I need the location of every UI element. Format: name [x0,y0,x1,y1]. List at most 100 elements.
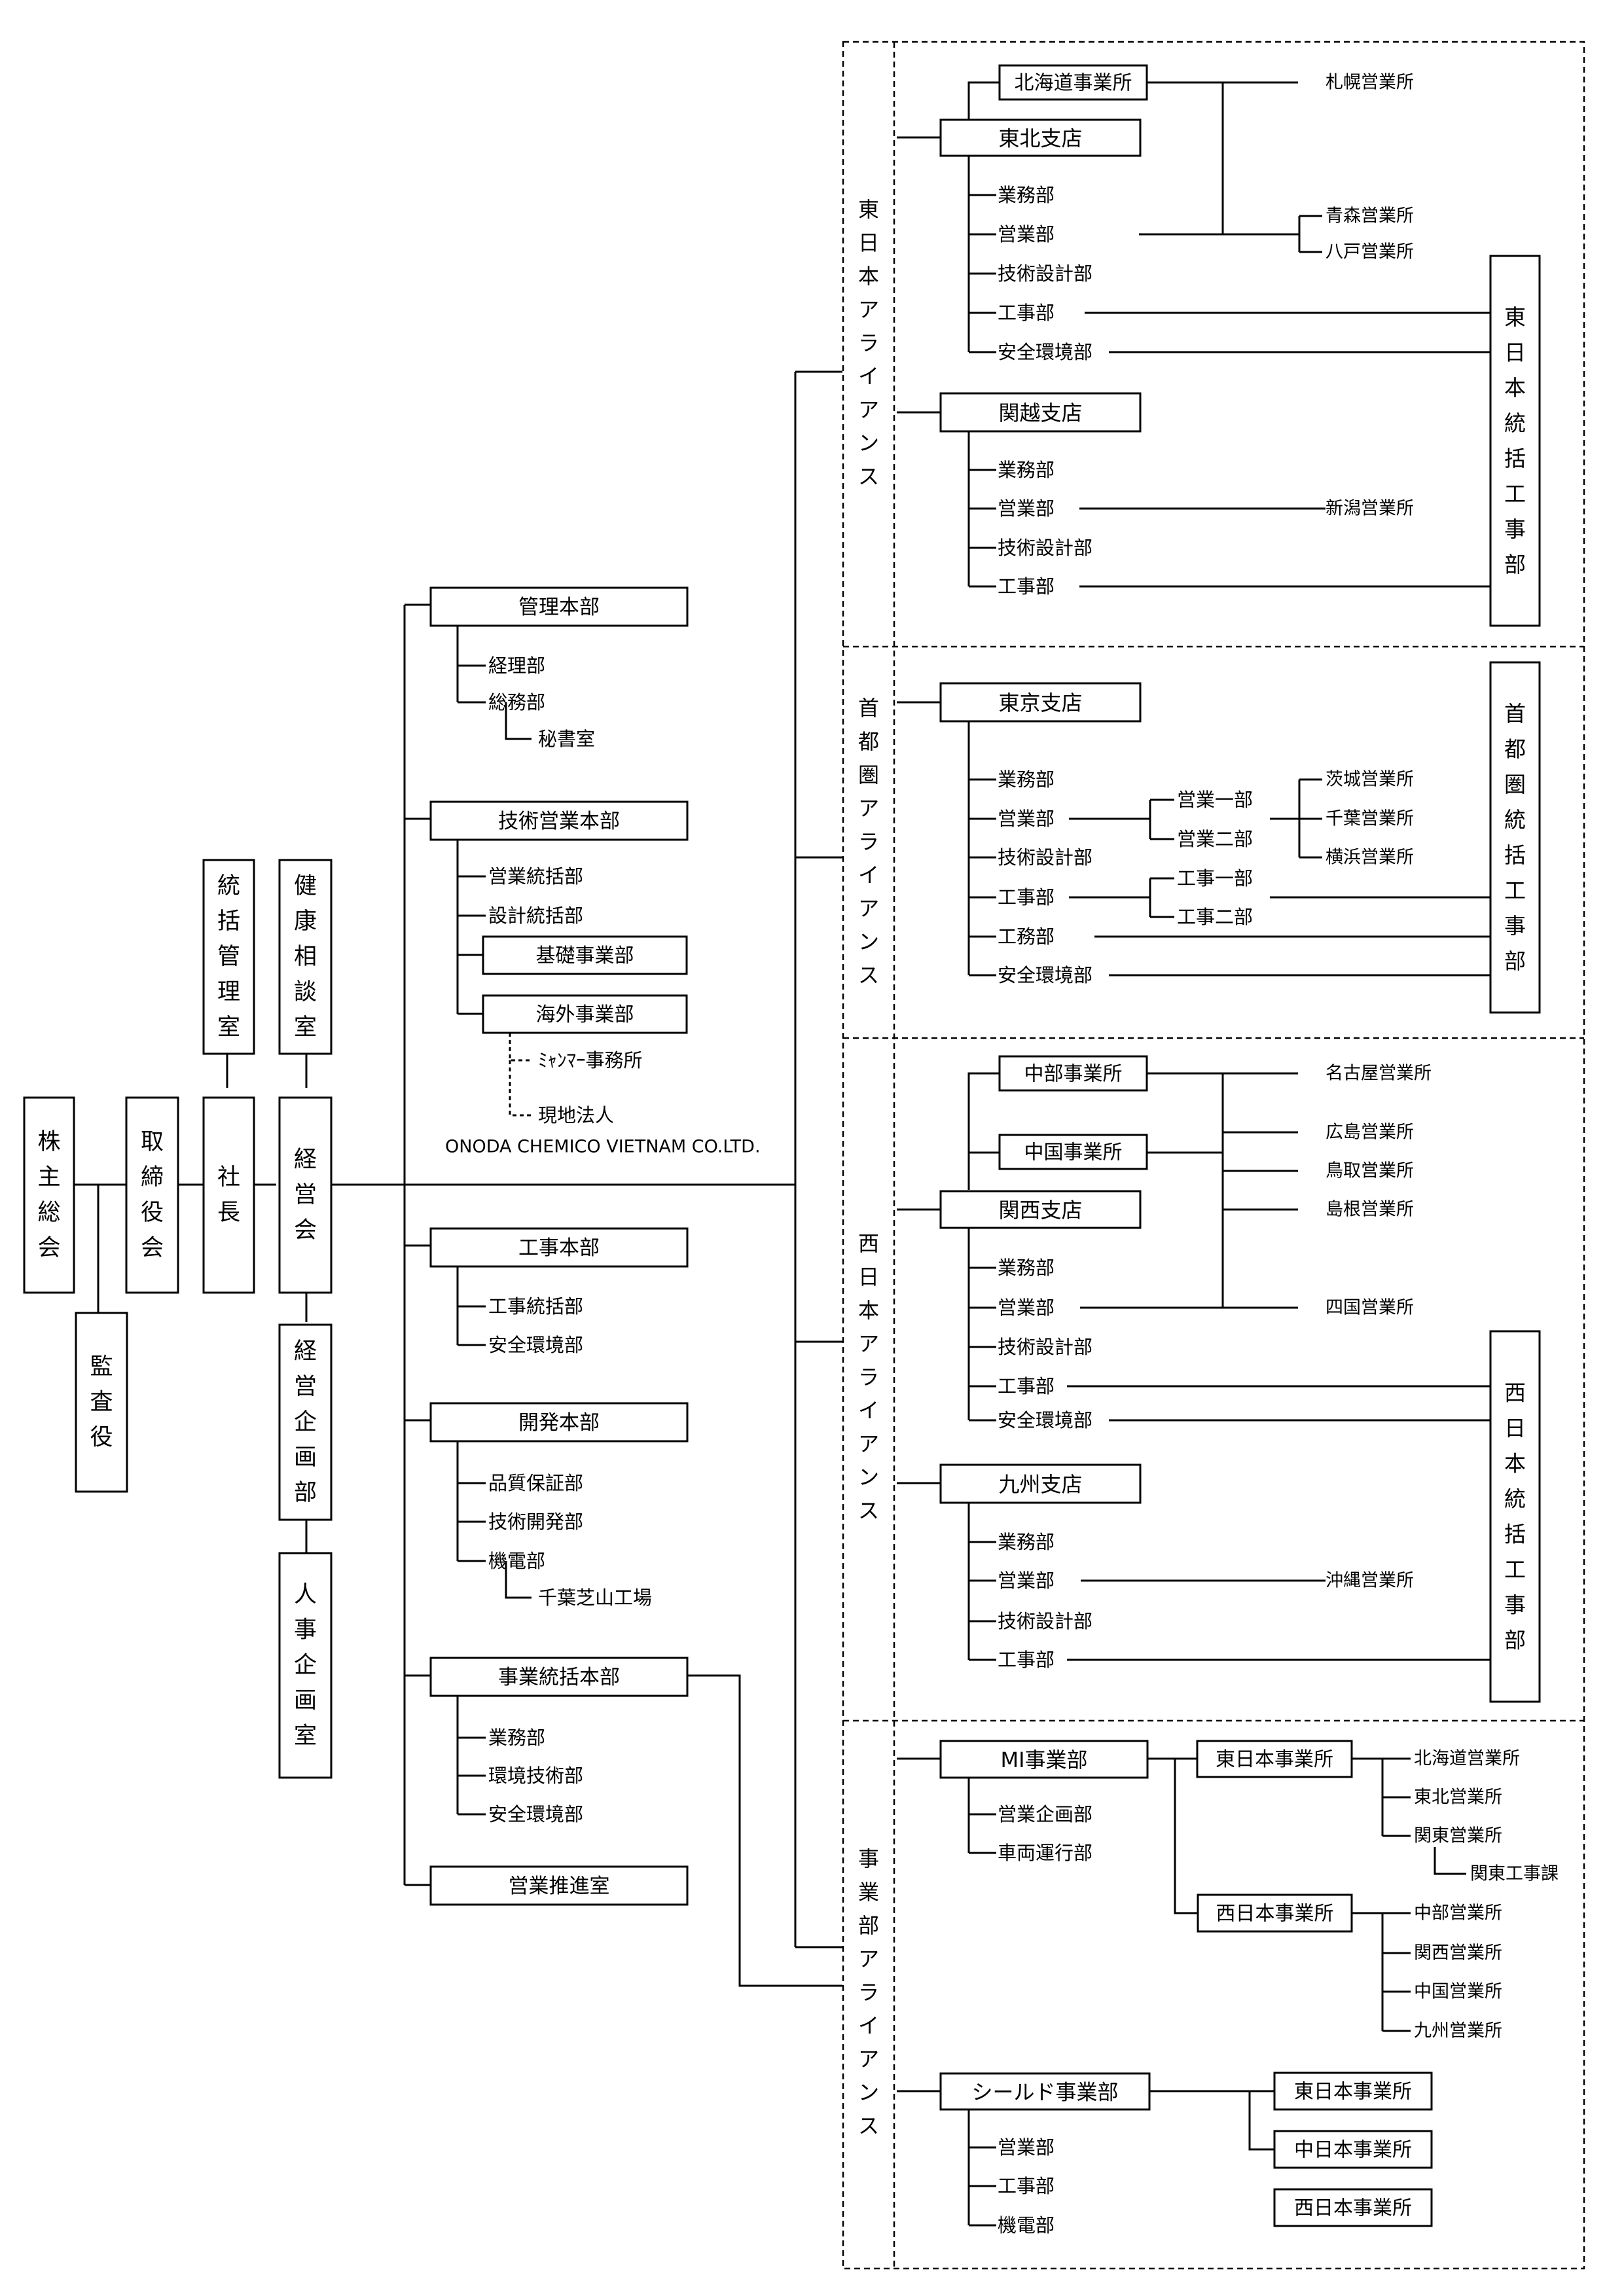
hr-planning-office-char: 室 [294,1723,317,1749]
corporate-planning-dept-box [278,1323,333,1521]
kyushu-branch: 九州支店 [998,1472,1082,1497]
west-japan-alliance-label-char: ラ [858,1365,879,1390]
east-japan-alliance-label-char: ス [858,464,879,489]
tohoku-operations-dept: 業務部 [998,184,1055,206]
shikoku-sales-office: 四国営業所 [1326,1298,1414,1318]
west-japan-alliance-label-char: 日 [858,1265,879,1289]
aomori-sales-office: 青森営業所 [1326,206,1414,226]
capital-area-alliance-label-char: 都 [858,729,879,754]
president-char: 長 [217,1200,240,1226]
construction-hq-box [429,1227,689,1268]
alliance-frames [842,41,1585,2270]
health-consultation-room-char: 健 [294,873,317,899]
management-council-char: 営 [294,1182,317,1208]
west-unified-construction-dept-char: 事 [1504,1592,1526,1618]
kanetsu-construction-dept: 工事部 [998,575,1055,598]
general-management-office-char: 管 [217,944,240,970]
hr-planning-office-char: 画 [294,1688,317,1714]
general-management-office-char: 括 [217,908,240,935]
east-unified-construction-dept-char: 括 [1504,446,1526,471]
mi-east-japan-office-box [1196,1740,1353,1778]
chugoku-office-box [998,1134,1148,1170]
mechanical-electrical-dept: 機電部 [488,1550,545,1572]
capital-unified-construction-dept-char: 括 [1504,842,1526,868]
mi-chubu-sales-office: 中部営業所 [1414,1903,1502,1924]
general-management-office-char: 室 [217,1014,240,1041]
sales-dept-1: 営業一部 [1177,789,1253,811]
health-consultation-room-char: 康 [294,908,317,935]
west-japan-alliance-label-char: ン [858,1465,879,1490]
mi-sales-planning-dept: 営業企画部 [998,1803,1092,1825]
kyushu-construction-dept: 工事部 [998,1649,1055,1671]
division-alliance-label-char: ア [858,1946,879,1971]
east-japan-alliance-label-char: イ [858,364,879,389]
shield-west-japan-office: 西日本事業所 [1294,2197,1412,2220]
capital-area-alliance-label-char: ラ [858,829,879,854]
west-unified-construction-dept-char: 日 [1504,1416,1526,1441]
hr-planning-office-char: 人 [294,1582,317,1608]
tokyo-tech-design-dept: 技術設計部 [998,846,1092,869]
management-council-char: 会 [294,1217,317,1244]
west-unified-construction-dept-box [1489,1330,1541,1703]
mi-kyushu-sales-office: 九州営業所 [1414,2021,1502,2041]
capital-unified-construction-dept-char: 都 [1504,736,1526,762]
construction-dept-2: 工事二部 [1177,906,1253,928]
board-of-directors-char: 取 [141,1129,164,1155]
chiba-sales-office: 千葉営業所 [1326,809,1414,829]
connector-lines [73,81,1490,2227]
east-unified-construction-dept-char: 本 [1504,375,1526,401]
auditor-char: 査 [90,1390,113,1416]
board-of-directors-char: 締 [141,1164,164,1191]
capital-unified-construction-dept-char: 圏 [1504,772,1526,797]
kanto-construction-section: 関東工事課 [1470,1864,1559,1884]
west-japan-alliance-label-char: 西 [858,1231,879,1256]
division-alliance-label-char: ラ [858,1980,879,2005]
president: 社長 [217,1164,240,1226]
division-alliance-label-char: 事 [858,1846,879,1871]
kanetsu-branch-box [939,392,1142,433]
east-unified-construction-dept-char: 工 [1504,481,1526,507]
capital-unified-construction-dept-char: 部 [1504,948,1526,974]
mi-east-japan-office: 東日本事業所 [1216,1748,1333,1771]
shareholders-meeting-char: 会 [37,1235,60,1261]
capital-area-alliance-label-char: ス [858,963,879,988]
shield-construction-dept: 工事部 [998,2175,1055,2197]
tech-sales-hq-box [429,800,689,841]
east-unified-construction-dept-char: 事 [1504,516,1526,542]
construction-control-dept: 工事統括部 [488,1295,583,1318]
shield-west-japan-office-box [1273,2188,1433,2227]
general-management-office-char: 統 [217,873,240,899]
environmental-tech-dept: 環境技術部 [488,1765,583,1787]
west-japan-alliance-label-char: ア [858,1331,879,1356]
management-council: 経営会 [294,1147,317,1244]
general-affairs-dept: 総務部 [488,691,545,713]
mi-kansai-sales-office: 関西営業所 [1414,1943,1502,1964]
operations-dept: 業務部 [488,1727,545,1749]
shield-central-japan-office-box [1273,2130,1433,2169]
kansai-safety-environment-dept: 安全環境部 [998,1409,1092,1431]
division-alliance-label-char: ン [858,2080,879,2105]
president-char: 社 [217,1164,240,1191]
east-japan-alliance-label-char: 東 [858,197,879,222]
tohoku-tech-design-dept: 技術設計部 [998,262,1092,285]
capital-area-alliance-label-char: イ [858,863,879,888]
east-unified-construction-dept-char: 部 [1504,552,1526,577]
kyushu-sales-dept: 営業部 [998,1570,1055,1592]
kansai-branch-box [939,1190,1142,1229]
east-japan-alliance-label-char: ン [858,431,879,456]
east-unified-construction-dept-char: 統 [1504,410,1526,436]
capital-unified-construction-dept-char: 統 [1504,807,1526,833]
design-control-dept: 設計統括部 [488,905,583,927]
tohoku-branch: 東北支店 [998,126,1082,151]
hr-planning-office-char: 事 [294,1617,317,1643]
mi-vehicle-operations-dept: 車両運行部 [998,1842,1092,1864]
mi-chugoku-sales-office: 中国営業所 [1414,1982,1502,2002]
vietnam-subsidiary: ONODA CHEMICO VIETNAM CO.LTD. [445,1137,761,1157]
tokyo-branch-box [939,682,1142,723]
kansai-branch: 関西支店 [998,1198,1082,1223]
